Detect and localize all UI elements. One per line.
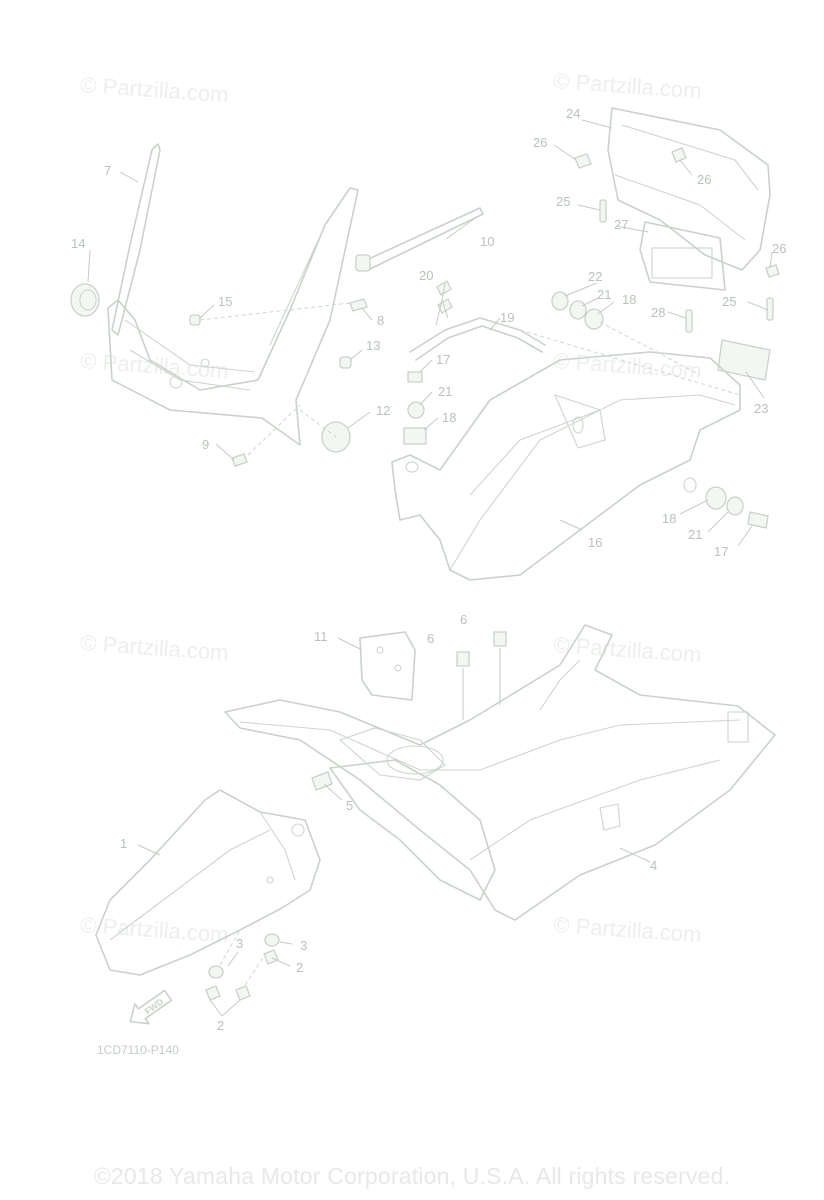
damper <box>726 496 744 516</box>
side-shroud <box>329 759 496 901</box>
clip <box>456 651 470 667</box>
callout-3: 3 <box>236 936 243 951</box>
bolt <box>263 949 279 965</box>
callout-numbers: 7 14 15 8 13 12 9 10 20 19 17 21 18 22 2… <box>71 106 786 1033</box>
nut <box>574 153 592 169</box>
diagram-code: 1CD7110-P140 <box>97 1043 179 1057</box>
callout-24: 24 <box>566 106 580 121</box>
grommet <box>403 427 427 445</box>
nut <box>765 264 780 278</box>
callout-22: 22 <box>588 269 602 284</box>
callout-9: 9 <box>202 437 209 452</box>
watermark: © Partzilla.com <box>553 912 703 947</box>
rear-fender-assembly <box>391 107 780 581</box>
callout-18: 18 <box>442 410 456 425</box>
collar <box>208 965 224 979</box>
nut <box>339 356 352 369</box>
bolt <box>407 371 423 383</box>
bolt <box>205 985 221 1001</box>
callout-3: 3 <box>300 938 307 953</box>
callout-11: 11 <box>314 629 328 644</box>
watermark: © Partzilla.com <box>80 72 230 107</box>
callout-12: 12 <box>376 403 390 418</box>
cover-bracket <box>359 631 416 701</box>
collar <box>264 933 280 947</box>
callout-5: 5 <box>346 798 353 813</box>
bolt <box>437 298 453 314</box>
rear-fender <box>391 351 741 581</box>
leader-lines <box>87 119 773 1017</box>
callout-21: 21 <box>688 527 702 542</box>
callout-10: 10 <box>480 234 494 249</box>
grommet <box>189 314 201 326</box>
callout-16: 16 <box>588 535 602 550</box>
bolt <box>311 771 333 791</box>
fwd-label: FWD <box>143 996 166 1016</box>
bolt <box>685 309 693 333</box>
license-bracket <box>639 221 726 291</box>
callout-4: 4 <box>650 858 657 873</box>
callout-27: 27 <box>614 217 628 232</box>
callout-17: 17 <box>436 352 450 367</box>
callout-26: 26 <box>697 172 711 187</box>
callout-1: 1 <box>120 836 127 851</box>
bolt <box>231 453 248 467</box>
stay-bracket <box>355 254 371 272</box>
watermark: © Partzilla.com <box>553 632 703 667</box>
watermark: © Partzilla.com <box>80 630 230 665</box>
callout-19: 19 <box>500 310 514 325</box>
grommet <box>705 486 727 510</box>
callout-13: 13 <box>366 338 380 353</box>
callout-28: 28 <box>651 305 665 320</box>
callout-21: 21 <box>438 384 452 399</box>
damper <box>407 401 425 419</box>
bolt <box>747 511 769 529</box>
collar <box>551 291 569 311</box>
inner-fender-panel <box>607 107 771 271</box>
watermark: © Partzilla.com <box>80 348 230 383</box>
callout-2: 2 <box>296 960 303 975</box>
nut <box>671 147 687 163</box>
callout-6: 6 <box>460 612 467 627</box>
under-panel <box>224 624 776 921</box>
callout-18: 18 <box>622 292 636 307</box>
callout-6: 6 <box>427 631 434 646</box>
windscreen <box>111 143 161 336</box>
copyright-notice: ©2018 Yamaha Motor Corporation, U.S.A. A… <box>93 1163 731 1189</box>
reflector <box>717 339 771 381</box>
callout-20: 20 <box>419 268 433 283</box>
callout-14: 14 <box>71 236 85 251</box>
under-cowl-assembly: FWD <box>95 624 776 1025</box>
callout-7: 7 <box>104 163 111 178</box>
fwd-arrow-icon: FWD <box>129 989 173 1025</box>
callout-25: 25 <box>556 194 570 209</box>
bolt <box>599 199 607 223</box>
callout-8: 8 <box>377 313 384 328</box>
clip <box>493 631 507 647</box>
watermark: © Partzilla.com <box>553 68 703 103</box>
callout-18: 18 <box>662 511 676 526</box>
watermark: © Partzilla.com <box>80 912 230 947</box>
callout-23: 23 <box>754 401 768 416</box>
front-fender <box>95 789 321 976</box>
bolt <box>766 297 774 321</box>
callout-26: 26 <box>533 135 547 150</box>
callout-25: 25 <box>722 294 736 309</box>
damper <box>569 300 587 320</box>
callout-21: 21 <box>597 287 611 302</box>
callout-2: 2 <box>217 1018 224 1033</box>
bolt <box>235 985 251 1001</box>
tube-bracket <box>409 317 546 361</box>
side-marker-light <box>70 283 100 317</box>
stay-bar <box>361 207 484 271</box>
callout-26: 26 <box>772 241 786 256</box>
bolt <box>349 298 368 312</box>
front-cowl-assembly <box>70 143 484 467</box>
callout-17: 17 <box>714 544 728 559</box>
callout-15: 15 <box>218 294 232 309</box>
